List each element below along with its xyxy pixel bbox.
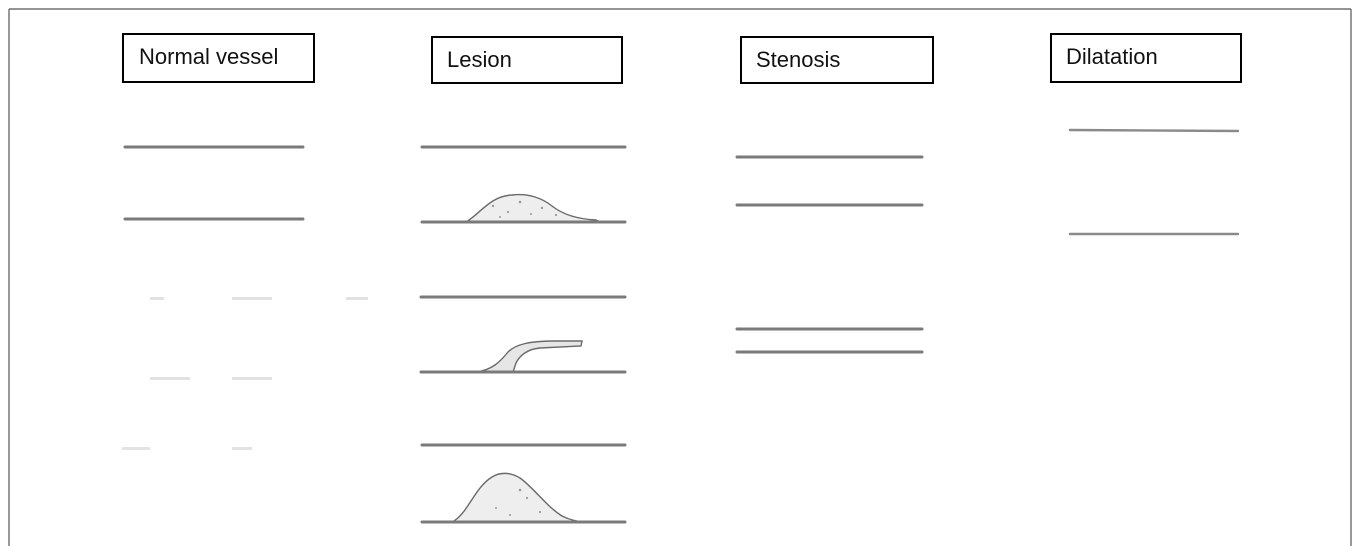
intimal-flap	[476, 341, 582, 372]
normal-vessel-walls	[125, 147, 303, 219]
panel-stenosis: Stenosis	[737, 37, 933, 352]
panel-normal-vessel: Normal vessel	[122, 34, 368, 450]
label-dilatation: Dilatation	[1066, 44, 1158, 69]
figure-frame	[9, 9, 1351, 546]
dilatation-walls	[1070, 130, 1238, 234]
stenosis-example-severe	[737, 329, 922, 352]
stenosis-example-mild	[737, 157, 922, 205]
label-normal-vessel: Normal vessel	[139, 44, 278, 69]
lesion-example-flap	[421, 297, 625, 372]
panel-lesion: Lesion	[421, 37, 625, 522]
faint-marks	[122, 297, 368, 450]
panel-dilatation: Dilatation	[1051, 34, 1241, 234]
label-lesion: Lesion	[447, 47, 512, 72]
plaque-mound	[466, 195, 600, 222]
lesion-example-plaque	[422, 147, 625, 222]
large-plaque-mound	[452, 473, 584, 522]
dilatation-upper-wall	[1070, 130, 1238, 131]
label-stenosis: Stenosis	[756, 47, 840, 72]
lesion-example-large-plaque	[422, 445, 625, 522]
